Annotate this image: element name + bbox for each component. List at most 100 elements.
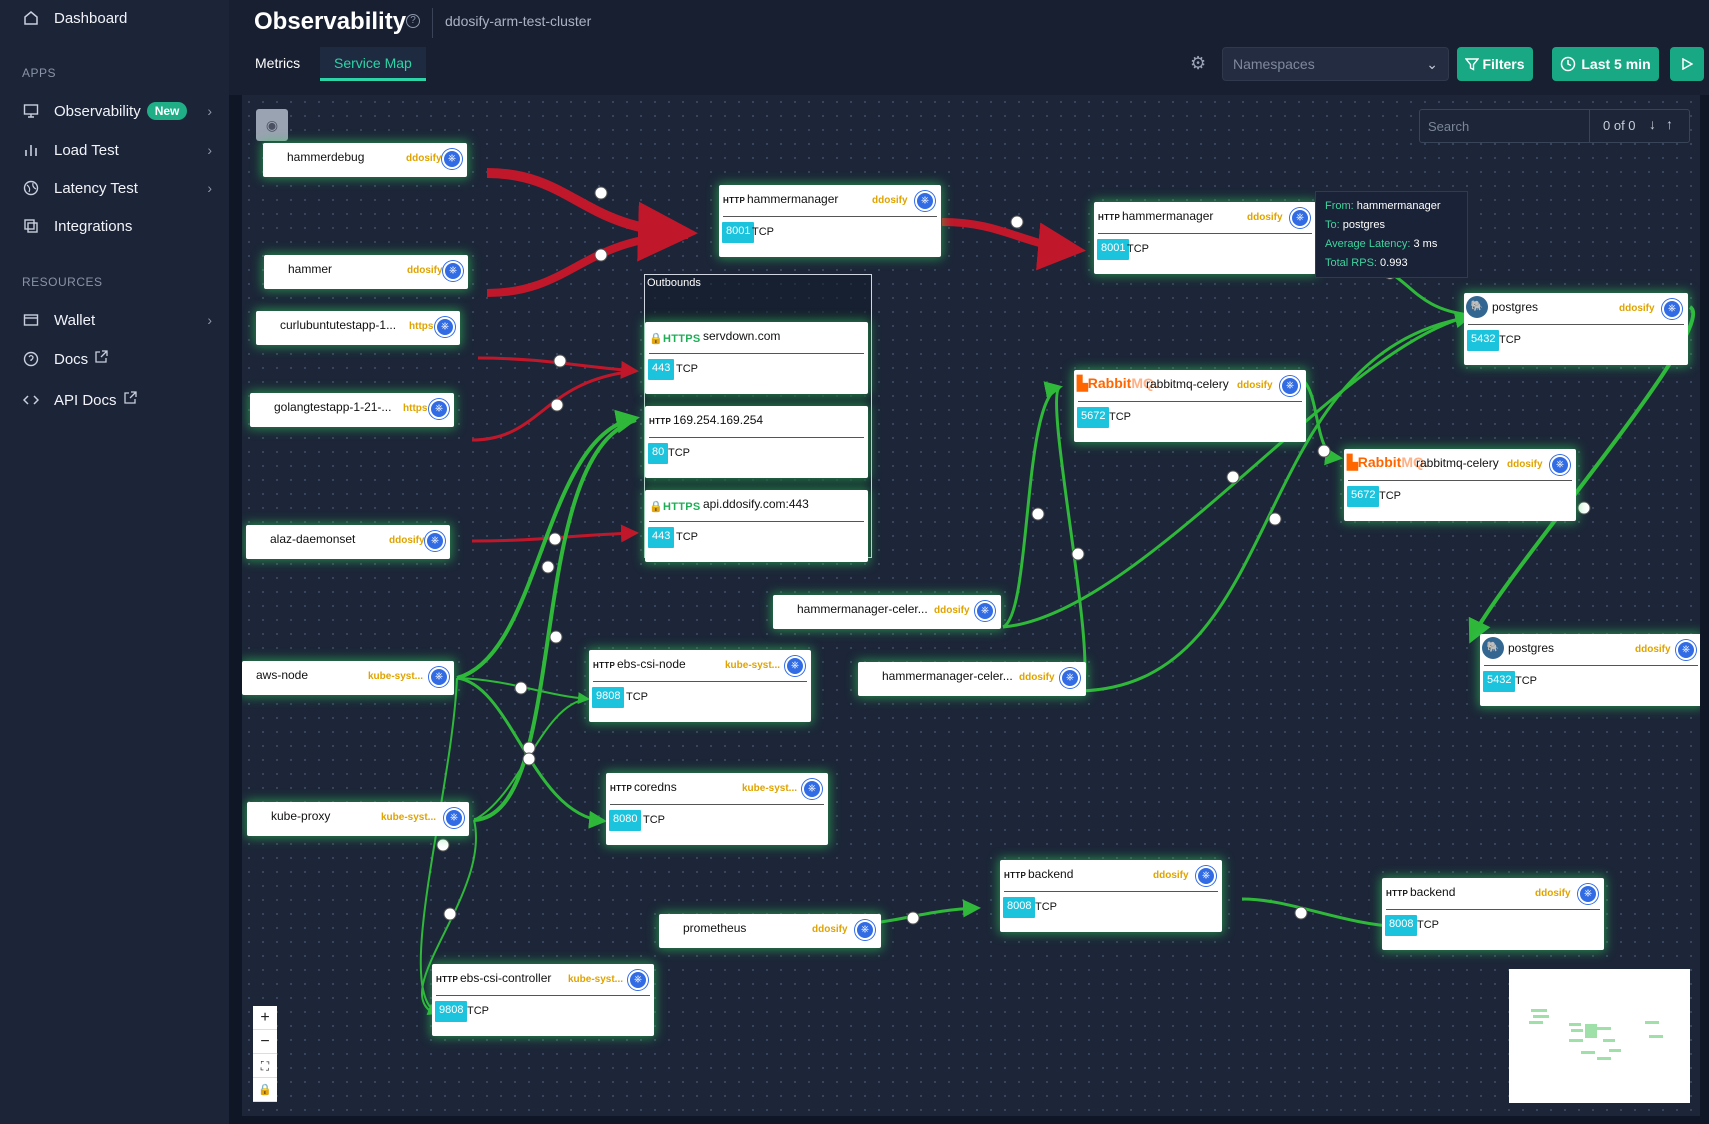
node-hammermanager-celery-1[interactable]: hammermanager-celer... ddosify ⎈: [773, 595, 1001, 629]
tooltip-to: To: postgres: [1325, 219, 1385, 231]
kubernetes-icon: ⎈: [1578, 884, 1598, 904]
node-kube-proxy[interactable]: kube-proxy kube-syst... ⎈: [247, 802, 469, 836]
node-prometheus[interactable]: prometheus ddosify ⎈: [659, 914, 881, 948]
page-title: Observability: [254, 8, 407, 35]
eye-icon[interactable]: ◉: [256, 109, 288, 141]
node-hammerdebug[interactable]: hammerdebug ddosify ⎈: [263, 143, 467, 177]
tab-service-map[interactable]: Service Map: [320, 47, 426, 81]
edge-hammer-hammermanager: [486, 231, 689, 297]
header-divider: [432, 8, 433, 38]
node-name: ebs-csi-controller: [460, 971, 552, 985]
kubernetes-icon: ⎈: [425, 531, 445, 551]
nav-latency-test[interactable]: Latency Test ›: [22, 176, 212, 200]
node-api-ddosify[interactable]: 🔒HTTPS api.ddosify.com:443 443 TCP: [645, 490, 868, 562]
edge-golang-servdown: [471, 369, 637, 442]
chevron-right-icon: ›: [207, 312, 212, 328]
node-backend-2[interactable]: HTTP backend ddosify ⎈ 8008 TCP: [1382, 878, 1604, 950]
node-ebs-csi-node[interactable]: HTTP ebs-csi-node kube-syst... ⎈ 9808 TC…: [589, 650, 811, 722]
node-golangtestapp[interactable]: golangtestapp-1-21-... https ⎈: [250, 393, 454, 427]
node-curlubuntutestapp[interactable]: curlubuntutestapp-1... https ⎈: [256, 311, 460, 345]
divider: [1078, 401, 1302, 402]
protocol-label: HTTP: [1386, 889, 1409, 898]
node-backend-1[interactable]: HTTP backend ddosify ⎈ 8008 TCP: [1000, 860, 1222, 932]
edge-tooltip: From: hammermanager To: postgres Average…: [1315, 191, 1468, 278]
nav-integrations[interactable]: Integrations: [22, 214, 212, 238]
cluster-name: ddosify-arm-test-cluster: [445, 13, 592, 29]
nav-api-docs[interactable]: API Docs: [22, 388, 212, 412]
node-name: rabbitmq-celery: [1146, 377, 1229, 391]
nav-dashboard[interactable]: Dashboard: [22, 6, 212, 30]
search-input[interactable]: [1420, 110, 1590, 142]
arrow-up-icon[interactable]: ↑: [1666, 116, 1673, 132]
node-hammermanager-2[interactable]: HTTP hammermanager ddosify ⎈ 8001 TCP: [1094, 202, 1316, 274]
kubernetes-icon: ⎈: [855, 920, 875, 940]
node-rabbitmq-celery-2[interactable]: ▙RabbitMQ. rabbitmq-celery ddosify ⎈ 567…: [1344, 449, 1576, 521]
time-range-button[interactable]: Last 5 min: [1552, 47, 1659, 81]
filters-button[interactable]: Filters: [1457, 47, 1533, 81]
chevron-right-icon: ›: [207, 180, 212, 196]
lock-button[interactable]: 🔒: [253, 1078, 277, 1102]
divider: [1098, 233, 1312, 234]
node-postgres-2[interactable]: 🐘 postgres ddosify ⎈ 5432 TCP: [1480, 634, 1700, 706]
minimap-preview: [1529, 1009, 1663, 1060]
namespace-badge: ddosify: [1635, 644, 1671, 655]
zoom-in-button[interactable]: +: [253, 1006, 277, 1030]
nav-wallet[interactable]: Wallet ›: [22, 308, 212, 332]
nav-docs-label: Docs: [54, 350, 89, 368]
node-ebs-csi-controller[interactable]: HTTP ebs-csi-controller kube-syst... ⎈ 9…: [432, 964, 654, 1036]
namespace-badge: ddosify: [1247, 212, 1283, 223]
namespaces-select[interactable]: Namespaces ⌄: [1222, 47, 1449, 81]
kubernetes-icon: ⎈: [785, 656, 805, 676]
protocol-label: HTTP: [436, 975, 459, 984]
search-count: 0 of 0: [1603, 118, 1636, 133]
port-badge: 8008: [1003, 897, 1036, 918]
divider: [649, 521, 864, 522]
fit-view-button[interactable]: ⛶: [253, 1054, 277, 1078]
rabbitmq-logo-icon: ▙RabbitMQ.: [1077, 375, 1158, 391]
node-169-254-169-254[interactable]: HTTP 169.254.169.254 80 TCP: [645, 406, 868, 478]
node-postgres-1[interactable]: 🐘 postgres ddosify ⎈ 5432 TCP: [1464, 293, 1688, 365]
node-aws-node[interactable]: aws-node kube-syst... ⎈: [242, 661, 454, 695]
help-icon[interactable]: ?: [406, 14, 420, 28]
node-hammermanager-1[interactable]: HTTP hammermanager ddosify ⎈ 8001 TCP: [719, 185, 941, 257]
postgres-icon: 🐘: [1482, 637, 1504, 659]
nav-observability[interactable]: Observability New ›: [22, 99, 212, 123]
zoom-out-button[interactable]: −: [253, 1030, 277, 1054]
namespace-badge: ddosify: [872, 195, 908, 206]
port-protocol: TCP: [752, 226, 774, 238]
nav-load-test[interactable]: Load Test ›: [22, 138, 212, 162]
integrations-icon: [22, 217, 40, 235]
rabbitmq-logo-icon: ▙RabbitMQ.: [1347, 454, 1428, 470]
namespace-badge: ddosify: [1019, 672, 1055, 683]
kubernetes-icon: ⎈: [444, 808, 464, 828]
node-rabbitmq-celery-1[interactable]: ▙RabbitMQ. rabbitmq-celery ddosify ⎈ 567…: [1074, 370, 1306, 442]
kubernetes-service-icon: ⎈: [1662, 299, 1682, 319]
node-name: rabbitmq-celery: [1416, 456, 1499, 470]
node-hammer[interactable]: hammer ddosify ⎈: [264, 255, 468, 289]
nav-docs[interactable]: Docs: [22, 347, 212, 371]
node-servdown[interactable]: 🔒HTTPS servdown.com 443 TCP: [645, 322, 868, 394]
play-button[interactable]: [1670, 47, 1704, 81]
edge-kubeproxy-ebsctl: [421, 819, 477, 1016]
node-hammermanager-celery-2[interactable]: hammermanager-celer... ddosify ⎈: [858, 662, 1086, 696]
tab-metrics[interactable]: Metrics: [255, 55, 301, 71]
node-coredns[interactable]: HTTP coredns kube-syst... ⎈ 8080 TCP: [606, 773, 828, 845]
nav-load-test-label: Load Test: [54, 141, 119, 159]
nav-api-docs-label: API Docs: [54, 391, 117, 409]
node-alaz-daemonset[interactable]: alaz-daemonset ddosify ⎈: [246, 525, 450, 559]
kubernetes-icon: ⎈: [1290, 208, 1310, 228]
node-name: postgres: [1492, 300, 1539, 314]
monitor-icon: [22, 102, 40, 120]
edge-awsnode-ip: [456, 409, 640, 680]
kubernetes-icon: ⎈: [1676, 640, 1696, 660]
chevron-down-icon: ⌄: [1426, 56, 1438, 72]
namespace-badge: ddosify: [389, 535, 425, 546]
arrow-down-icon[interactable]: ↓: [1649, 116, 1656, 132]
gear-icon[interactable]: ⚙: [1190, 53, 1207, 73]
divider: [610, 804, 824, 805]
edge-awsnode-ebsctl: [419, 677, 458, 1015]
lock-icon: 🔒: [649, 501, 663, 513]
service-map-canvas[interactable]: ◉ 0 of 0 ↓ ↑ Outbounds hammerdebug ddosi…: [242, 95, 1700, 1116]
minimap[interactable]: [1509, 969, 1690, 1103]
filters-label: Filters: [1482, 56, 1525, 72]
